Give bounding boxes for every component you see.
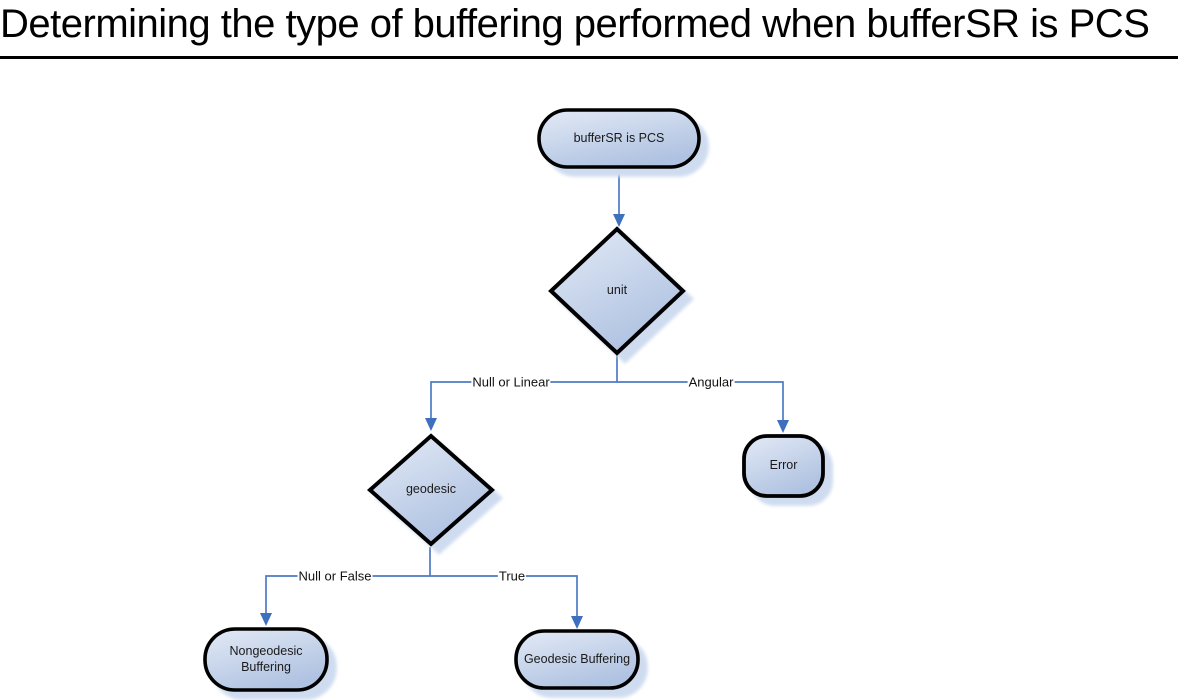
node-shape-geodesic-buffering-terminator <box>514 629 640 690</box>
node-shape-nongeodesic-terminator <box>203 627 329 692</box>
arrowhead-down-icon <box>260 613 272 626</box>
connector-lines <box>265 170 784 616</box>
node-shape-unit-decision <box>548 226 686 356</box>
edge-unit-branches-line <box>430 355 784 420</box>
arrowheads <box>260 214 789 629</box>
node-shape-geodesic-decision <box>366 433 496 547</box>
arrowhead-down-icon <box>425 418 437 431</box>
edge-geodesic-branches-line <box>265 547 578 616</box>
arrowhead-down-icon <box>571 616 583 629</box>
arrowhead-down-icon <box>777 420 789 433</box>
page-title: Determining the type of buffering perfor… <box>0 2 1178 59</box>
arrowhead-down-icon <box>613 214 625 227</box>
node-shape-start-terminator <box>537 108 701 169</box>
node-shape-error-terminator <box>742 434 825 498</box>
